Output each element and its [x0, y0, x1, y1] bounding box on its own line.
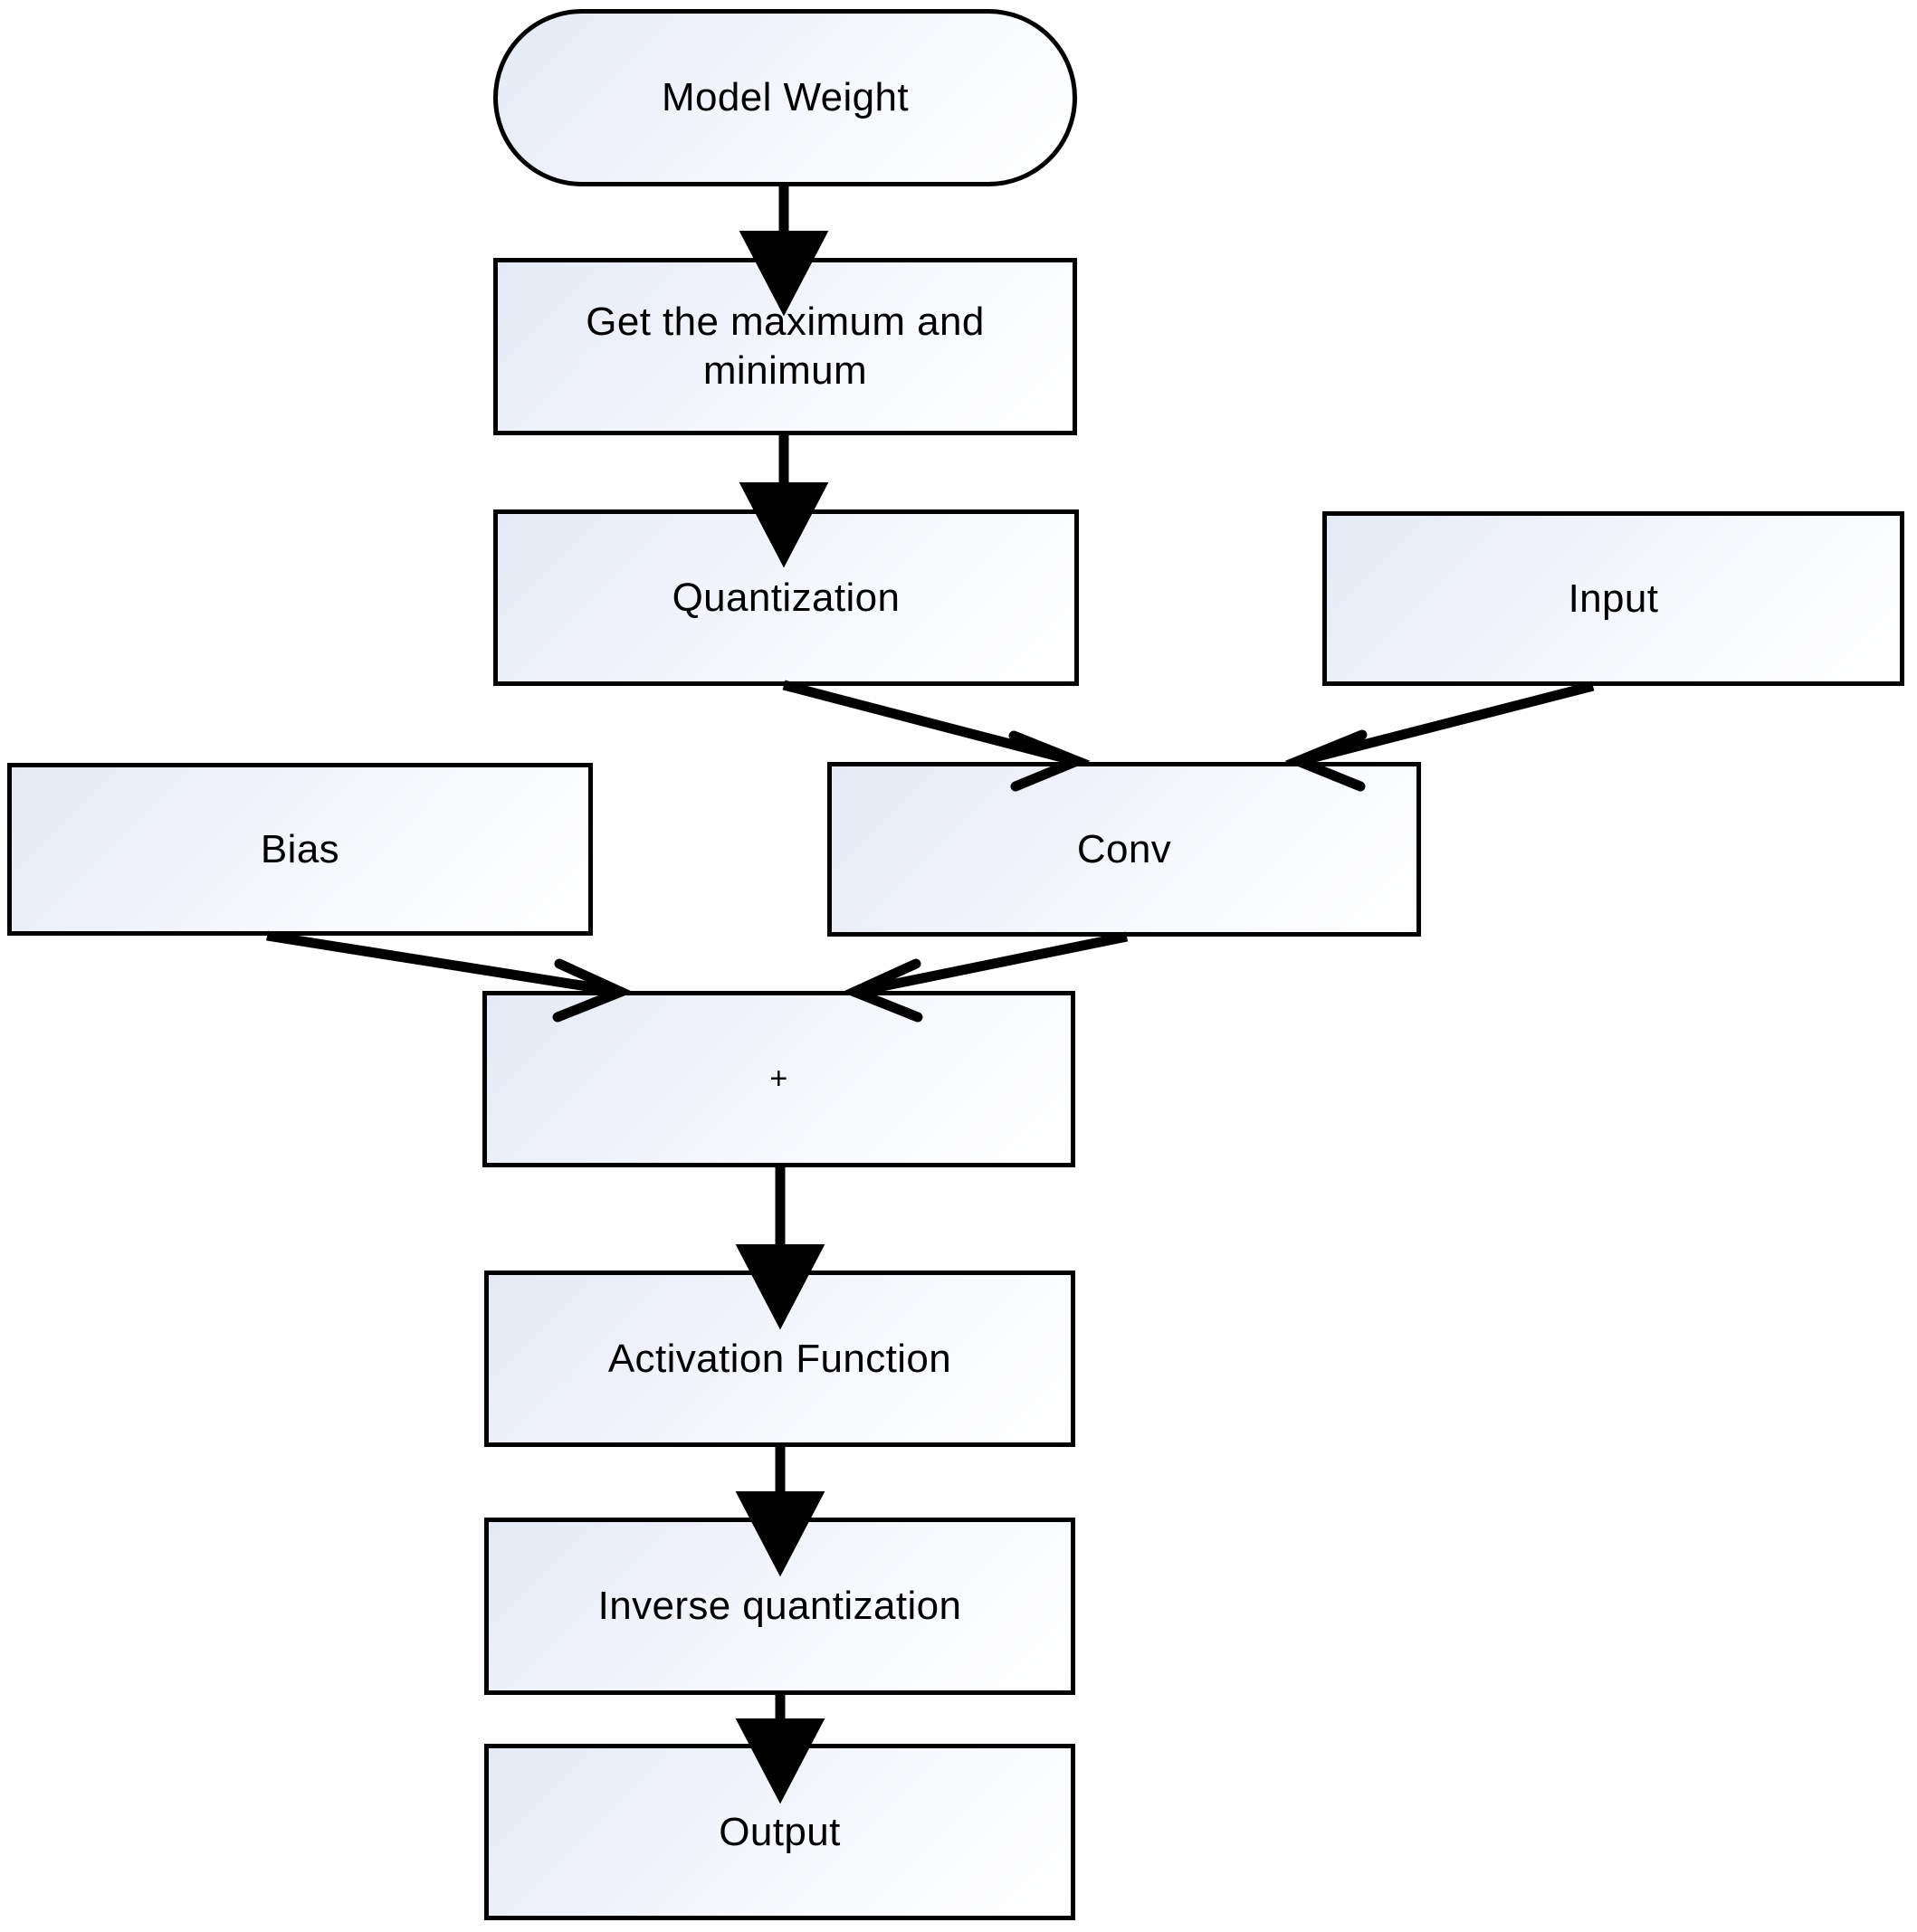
node-model-weight[interactable]: Model Weight [493, 9, 1077, 186]
node-activation-function-label: Activation Function [607, 1336, 952, 1381]
node-get-max-min-label: Get the maximum and minimum [586, 300, 985, 393]
node-add-label: + [769, 1061, 788, 1096]
node-get-max-min[interactable]: Get the maximum and minimum [493, 258, 1077, 435]
node-bias-label: Bias [260, 826, 340, 871]
node-conv[interactable]: Conv [827, 762, 1421, 937]
node-inverse-quantization[interactable]: Inverse quantization [484, 1518, 1075, 1695]
node-bias[interactable]: Bias [7, 763, 593, 936]
node-add[interactable]: + [482, 991, 1075, 1167]
node-inverse-quantization-label: Inverse quantization [597, 1584, 962, 1629]
node-output-label: Output [719, 1809, 841, 1854]
node-activation-function[interactable]: Activation Function [484, 1271, 1075, 1447]
node-quantization[interactable]: Quantization [493, 509, 1079, 686]
node-quantization-label: Quantization [672, 575, 901, 620]
node-input-label: Input [1568, 576, 1659, 621]
node-model-weight-label: Model Weight [661, 75, 909, 120]
node-output[interactable]: Output [484, 1744, 1075, 1920]
node-input[interactable]: Input [1322, 511, 1904, 686]
node-conv-label: Conv [1076, 826, 1172, 871]
